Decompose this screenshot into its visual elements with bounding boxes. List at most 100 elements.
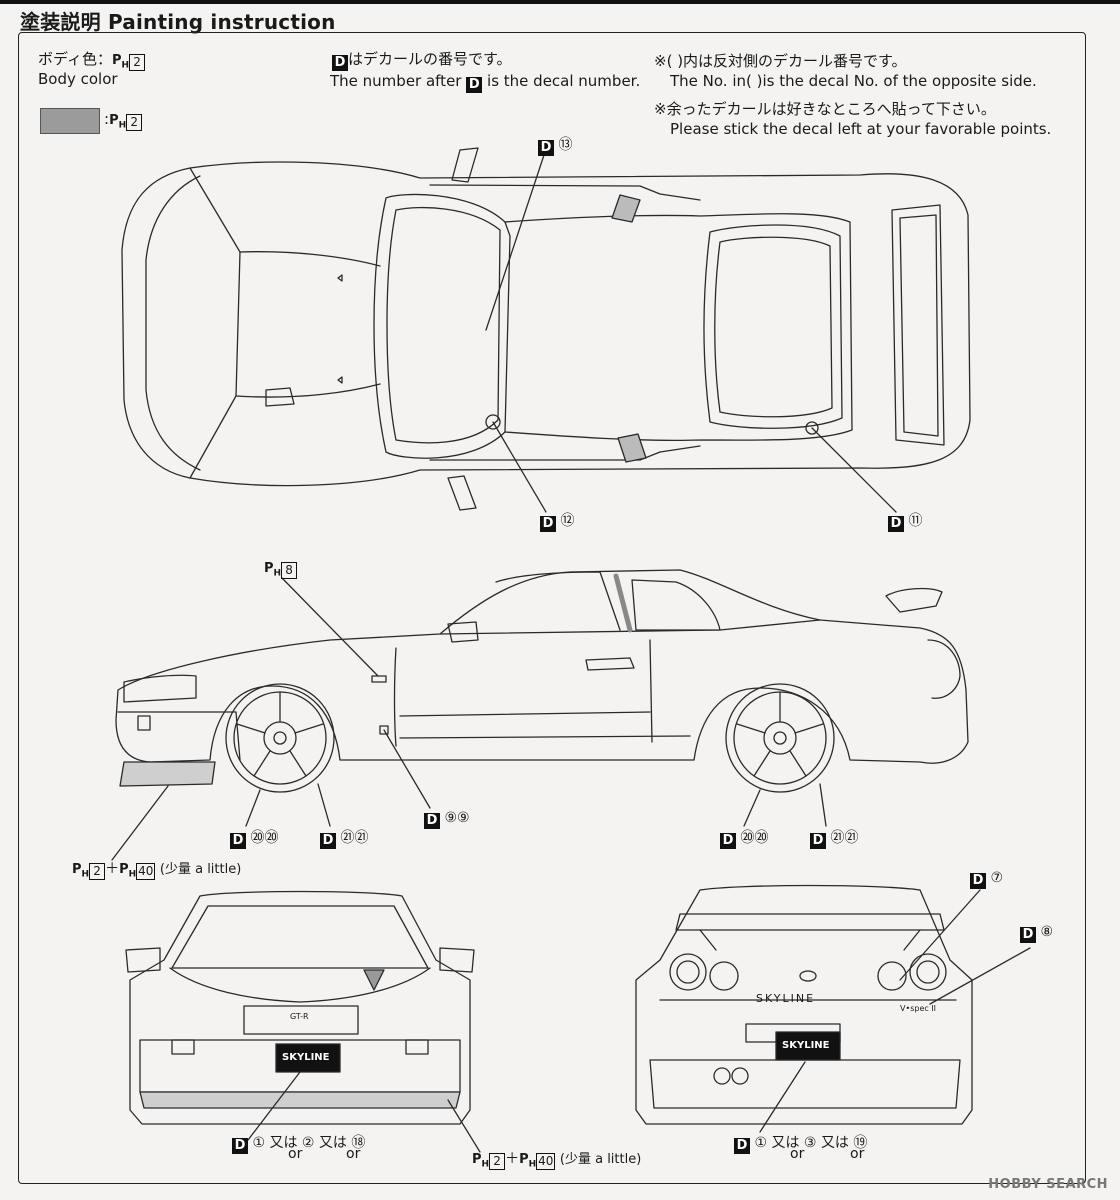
front-paint-num-a: 2 xyxy=(489,1153,506,1170)
opposite-note-en: The No. in( )is the decal No. of the opp… xyxy=(670,72,1037,90)
side-paint-code: PH xyxy=(264,561,282,579)
callout-top-12: D ⑫ xyxy=(540,510,574,532)
rear-or-jp-2: 又は xyxy=(820,1135,849,1151)
lower-paint-sub-a: H xyxy=(81,869,90,880)
watermark: HOBBY SEARCH xyxy=(988,1177,1108,1192)
front-paint-sub-a: H xyxy=(481,1159,490,1170)
callout-rear-7: D ⑦ xyxy=(970,870,1003,889)
lower-paint-num-a: 2 xyxy=(89,863,106,880)
decal-marker-12: D xyxy=(540,516,556,532)
decal-marker-21a: D xyxy=(320,833,336,849)
swatch-paint-sub: H xyxy=(118,120,127,131)
callout-side-21b: D ㉑㉑ xyxy=(810,827,858,849)
front-decal-marker: D xyxy=(232,1138,248,1154)
decal-num-20b: ⑳⑳ xyxy=(740,830,769,846)
lower-paint-code-b: PH xyxy=(119,862,137,880)
decal-num-21b: ㉑㉑ xyxy=(830,830,859,846)
decal-num-21a: ㉑㉑ xyxy=(340,830,369,846)
decal-num-12: ⑫ xyxy=(560,513,575,529)
front-or-en-2: or xyxy=(346,1146,361,1162)
front-paint-code-b: PH xyxy=(519,1152,537,1170)
front-decal-2: ② xyxy=(301,1135,315,1151)
body-color-label-en: Body color xyxy=(38,70,118,88)
front-decal-18: ⑱ xyxy=(351,1135,366,1151)
leftover-note-jp: ※余ったデカールは好きなところへ貼って下さい。 xyxy=(654,100,996,118)
decal-marker-8: D xyxy=(1020,927,1036,943)
callout-side-21a: D ㉑㉑ xyxy=(320,827,368,849)
rear-view-drawing xyxy=(635,884,1031,1133)
page-title: 塗装説明 Painting instruction xyxy=(20,10,336,34)
front-paint-num-b: 40 xyxy=(536,1153,556,1170)
rear-vspec-label: V•spec II xyxy=(900,1004,937,1013)
rear-badge-label: SKYLINE xyxy=(756,992,816,1005)
decal-num-13: ⑬ xyxy=(558,137,573,153)
decal-marker-13: D xyxy=(538,140,554,156)
front-or-jp-2: 又は xyxy=(318,1135,347,1151)
content-frame xyxy=(18,32,1086,1184)
decal-num-7: ⑦ xyxy=(990,870,1004,886)
callout-rear-8: D ⑧ xyxy=(1020,924,1053,943)
front-decal-1: ① xyxy=(252,1135,266,1151)
decal-num-8: ⑧ xyxy=(1040,924,1054,940)
lower-paint-num-b: 40 xyxy=(136,863,156,880)
side-paint-sub: H xyxy=(273,568,282,579)
callout-side-20a: D ⑳⑳ xyxy=(230,827,278,849)
paint-number-box: 2 xyxy=(129,54,146,71)
body-color-swatch xyxy=(40,108,100,134)
callout-top-11: D ⑪ xyxy=(888,510,922,532)
side-paint-num: 8 xyxy=(281,562,298,579)
front-paint-note: (少量 a little) xyxy=(559,1152,642,1167)
decal-marker-11: D xyxy=(888,516,904,532)
rear-decal-1: ① xyxy=(754,1135,768,1151)
callout-side-9: D ⑨⑨ xyxy=(424,810,470,829)
front-or-en-1: or xyxy=(288,1146,303,1162)
callout-top-13: D ⑬ xyxy=(538,134,572,156)
front-paint-code-a: PH xyxy=(472,1152,490,1170)
rear-or-en-2: or xyxy=(850,1146,865,1162)
front-view-drawing xyxy=(125,890,481,1153)
decal-marker: D xyxy=(332,55,348,71)
decal-marker-20b: D xyxy=(720,833,736,849)
lower-paint-code-a: PH xyxy=(72,862,90,880)
body-color-jp-text: ボディ色： xyxy=(38,50,112,68)
rear-decal-3: ③ xyxy=(803,1135,817,1151)
rear-decal-19: ⑲ xyxy=(853,1135,868,1151)
decal-marker-7: D xyxy=(970,873,986,889)
front-grille-badge: GT-R xyxy=(290,1012,309,1021)
decal-num-20a: ⑳⑳ xyxy=(250,830,279,846)
opposite-note-jp: ※( )内は反対側のデカール番号です。 xyxy=(654,52,907,70)
front-paint-sub-b: H xyxy=(528,1159,537,1170)
decal-marker-20a: D xyxy=(230,833,246,849)
top-rule xyxy=(0,0,1120,4)
rear-decal-options: D ① 又は ③ 又は ⑲ xyxy=(734,1132,867,1154)
swatch-paint-code: PH xyxy=(109,113,127,131)
leftover-note-en: Please stick the decal left at your favo… xyxy=(670,120,1052,138)
front-decal-options: D ① 又は ② 又は ⑱ xyxy=(232,1132,365,1154)
paint-code: PH xyxy=(111,53,130,71)
decal-num-9: ⑨⑨ xyxy=(444,810,470,826)
side-view-drawing xyxy=(111,569,969,861)
decal-marker-9: D xyxy=(424,813,440,829)
lower-paint-sub-b: H xyxy=(128,869,137,880)
decal-num-11: ⑪ xyxy=(908,513,923,529)
decal-marker-inline: D xyxy=(466,77,483,93)
rear-or-jp-1: 又は xyxy=(771,1135,800,1151)
decal-note-jp-text: はデカールの番号です。 xyxy=(348,50,512,68)
rear-plate-label: SKYLINE xyxy=(782,1040,830,1051)
callout-side-20b: D ⑳⑳ xyxy=(720,827,768,849)
rear-decal-marker: D xyxy=(734,1138,750,1154)
front-or-jp-1: 又は xyxy=(269,1135,298,1151)
swatch-paint-number: 2 xyxy=(126,114,143,131)
decal-note-en: The number after D is the decal number. xyxy=(330,70,640,93)
rear-or-en-1: or xyxy=(790,1146,805,1162)
decal-note-en-a: The number after xyxy=(330,72,462,90)
top-view-drawing xyxy=(121,147,971,513)
